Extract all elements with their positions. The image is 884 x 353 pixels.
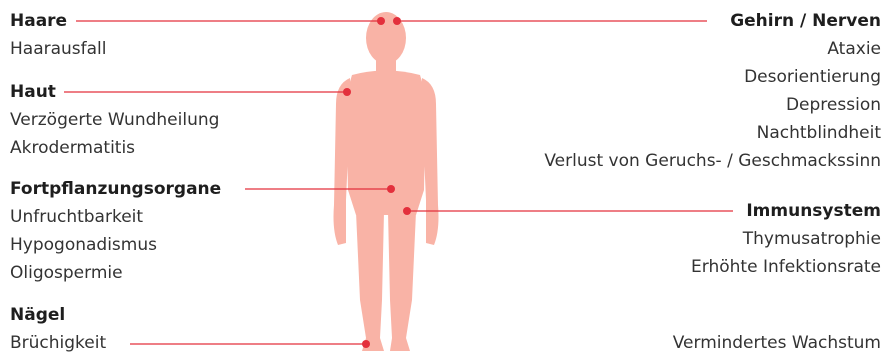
figure-neck bbox=[376, 58, 396, 72]
label-gehirn-item-1: Ataxie bbox=[827, 39, 881, 59]
dot-fortpflanzung bbox=[387, 185, 395, 193]
label-haut-item-1: Verzögerte Wundheilung bbox=[10, 110, 219, 130]
label-naegel-title: Nägel bbox=[10, 305, 65, 325]
label-immunsystem-item-1: Thymusatrophie bbox=[743, 229, 881, 249]
figure-left-leg bbox=[356, 212, 384, 351]
figure-right-leg bbox=[388, 212, 416, 351]
figure-torso bbox=[346, 71, 426, 216]
dot-haut bbox=[343, 88, 351, 96]
label-fortpflanzung-item-2: Hypogonadismus bbox=[10, 235, 157, 255]
label-immunsystem-title: Immunsystem bbox=[746, 201, 881, 221]
label-naegel-item: Brüchigkeit bbox=[10, 333, 106, 353]
label-fortpflanzung-item-3: Oligospermie bbox=[10, 263, 123, 283]
right-connectors bbox=[397, 21, 733, 211]
label-gehirn-item-5: Verlust von Geruchs- / Geschmackssinn bbox=[544, 151, 881, 171]
label-fortpflanzung-item-1: Unfruchtbarkeit bbox=[10, 207, 143, 227]
label-immunsystem-item-2: Erhöhte Infektionsrate bbox=[691, 257, 881, 277]
human-silhouette bbox=[334, 12, 439, 351]
label-gehirn-item-4: Nachtblindheit bbox=[757, 123, 881, 143]
label-gehirn-item-2: Desorientierung bbox=[744, 67, 881, 87]
dot-naegel bbox=[362, 340, 370, 348]
label-haare-title: Haare bbox=[10, 11, 67, 31]
label-gehirn-item-3: Depression bbox=[786, 95, 881, 115]
label-gehirn-title: Gehirn / Nerven bbox=[730, 11, 881, 31]
label-haare-item: Haarausfall bbox=[10, 39, 107, 59]
figure-left-arm bbox=[334, 78, 351, 245]
dot-immunsystem bbox=[403, 207, 411, 215]
label-haut-item-2: Akrodermatitis bbox=[10, 138, 135, 158]
dot-gehirn bbox=[393, 17, 401, 25]
label-wachstum-item: Vermindertes Wachstum bbox=[673, 333, 881, 353]
label-fortpflanzung-title: Fortpflanzungsorgane bbox=[10, 179, 221, 199]
label-haut-title: Haut bbox=[10, 82, 56, 102]
dot-haare bbox=[377, 17, 385, 25]
figure-right-arm bbox=[422, 78, 439, 245]
